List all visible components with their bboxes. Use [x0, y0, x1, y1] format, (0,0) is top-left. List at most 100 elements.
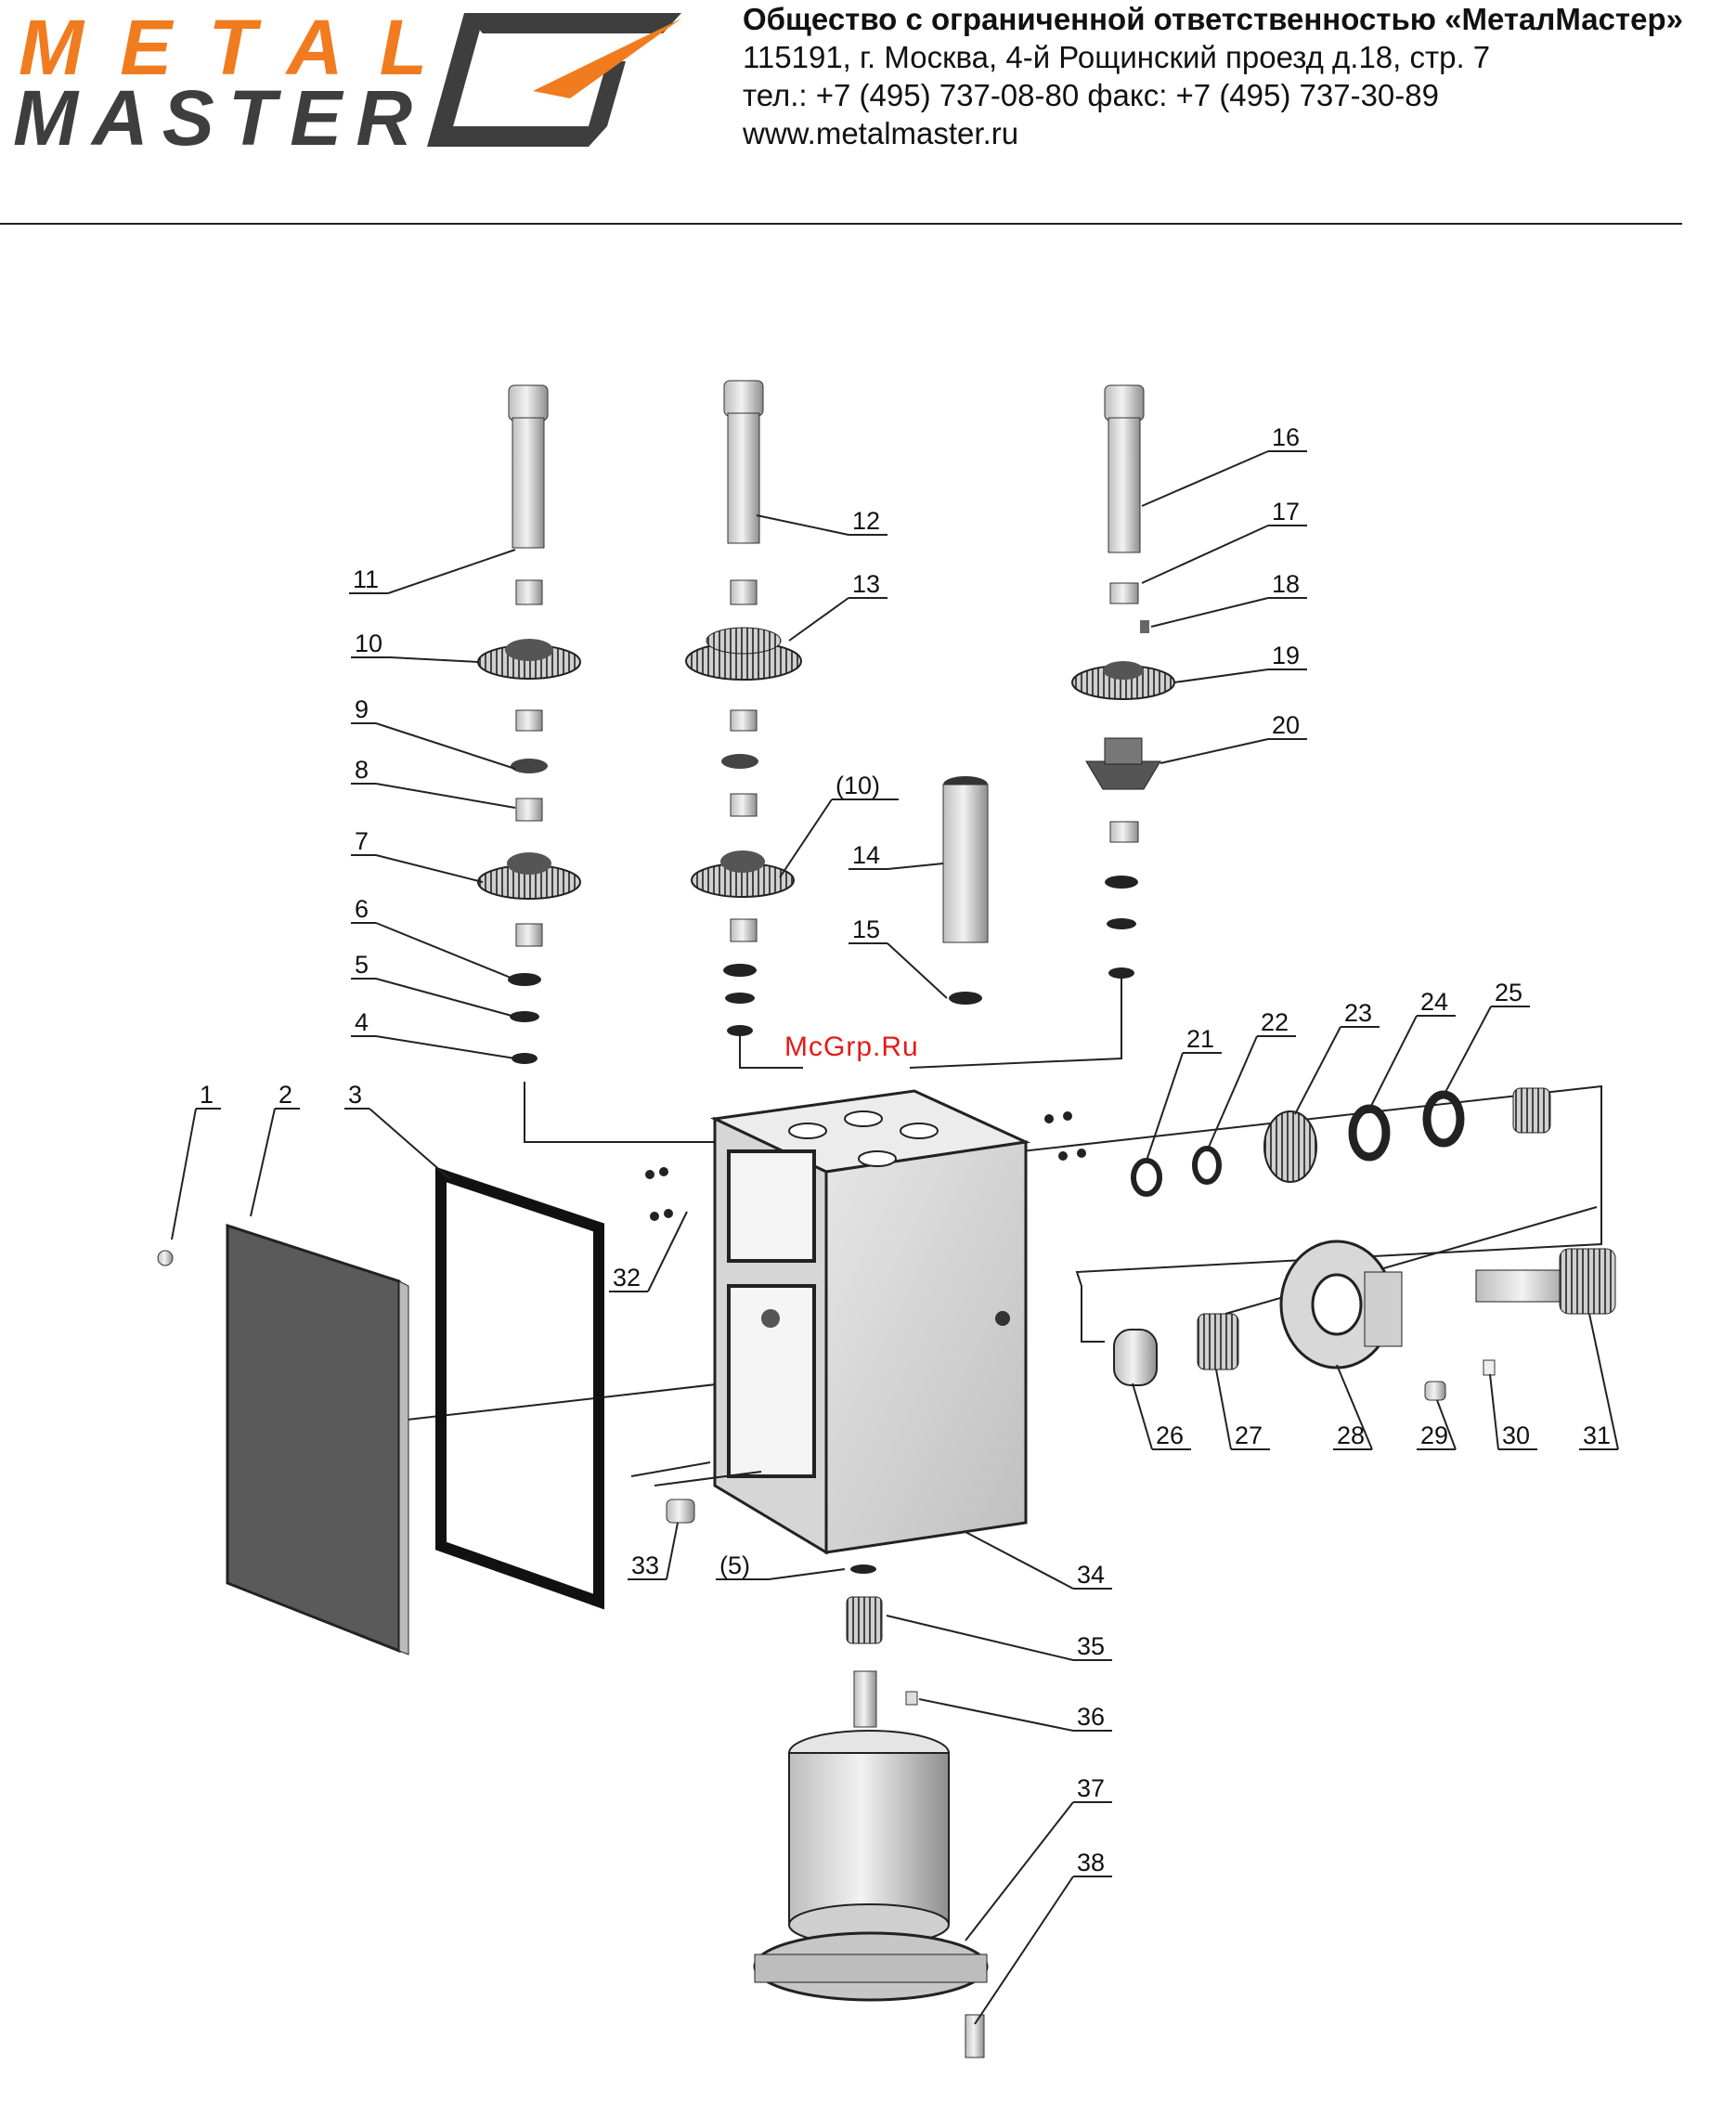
part-label: 9: [355, 695, 369, 723]
label-leader-line: [1150, 597, 1269, 628]
sleeve-part-14: [942, 776, 989, 1005]
part-label: 32: [613, 1264, 641, 1292]
part-label: 35: [1077, 1632, 1105, 1660]
cover-plate-2: [157, 1223, 409, 1655]
part-label: (5): [719, 1551, 750, 1579]
part-label: 2: [279, 1081, 292, 1109]
company-name: Общество с ограниченной ответственностью…: [743, 2, 1683, 36]
part-label: 27: [1235, 1421, 1263, 1449]
logo-text-master: MASTER: [13, 74, 412, 154]
part-label: 22: [1261, 1008, 1289, 1036]
part-label: 1: [200, 1081, 214, 1109]
part-label: 21: [1186, 1025, 1214, 1053]
part-label: 36: [1077, 1703, 1105, 1731]
label-leader-line: [375, 1035, 516, 1059]
label-leader-line: [375, 722, 516, 770]
company-info: Общество с ограниченной ответственностью…: [743, 0, 1683, 152]
label-leader-line: [1215, 1369, 1232, 1450]
part-label: 23: [1344, 999, 1372, 1027]
part-label: 10: [355, 630, 382, 657]
shaft-left-assembly: [477, 384, 581, 1064]
label-leader-line: [886, 1615, 1074, 1661]
company-address: 115191, г. Москва, 4-й Рощинский проезд …: [743, 40, 1491, 74]
logo-emblem-icon: [427, 13, 681, 147]
part-label: 31: [1583, 1421, 1611, 1449]
part-label: 16: [1272, 423, 1300, 451]
part-label: 25: [1495, 979, 1522, 1006]
part-label: 37: [1077, 1774, 1105, 1802]
label-leader-line: [171, 1108, 197, 1240]
part-label: 24: [1420, 988, 1448, 1016]
label-leader-line: [974, 1876, 1074, 2025]
label-leader-line: [779, 798, 833, 878]
part-label: 26: [1156, 1421, 1184, 1449]
label-leader-line: [375, 854, 484, 883]
part-label: 7: [355, 827, 369, 855]
label-leader-line: [965, 1531, 1074, 1590]
label-leader-line: [1146, 1052, 1184, 1162]
part-label: 38: [1077, 1849, 1105, 1876]
label-leader-line: [1141, 525, 1269, 584]
label-leader-line: [1436, 1399, 1457, 1450]
bolt-33: [654, 1471, 762, 1524]
label-leader-line: [1588, 1313, 1619, 1450]
part-label: 8: [355, 756, 369, 784]
label-leader-line: [369, 1108, 451, 1180]
part-label: 3: [348, 1081, 362, 1109]
part-label: 12: [852, 507, 880, 535]
header-divider: [0, 223, 1682, 225]
label-leader-line: [965, 1801, 1074, 1941]
label-leader-line: [918, 1698, 1074, 1732]
part-label: 30: [1502, 1421, 1530, 1449]
part-label: 17: [1272, 498, 1300, 526]
label-leader-line: [666, 1522, 679, 1580]
part-label: 11: [353, 565, 379, 593]
label-leader-line: [1489, 1373, 1499, 1450]
part-label: 14: [852, 841, 880, 869]
part-label: 28: [1337, 1421, 1365, 1449]
metal-master-logo: METAL MASTER: [13, 6, 681, 154]
part-label: 15: [852, 915, 880, 943]
part-label: 20: [1272, 711, 1300, 739]
gasket-3: [435, 1166, 604, 1610]
label-leader-line: [375, 922, 516, 980]
label-leader-line: [375, 783, 516, 809]
exploded-parts-diagram: McGrp.Ru 12345678910111213(10)1415161718…: [157, 380, 1619, 2058]
shaft-middle-assembly: [685, 380, 802, 1036]
part-label: 13: [852, 570, 880, 598]
label-leader-line: [1443, 1006, 1492, 1097]
label-leader-line: [887, 863, 944, 870]
label-leader-line: [1294, 1026, 1341, 1115]
label-leader-line: [768, 1568, 846, 1580]
label-leader-line: [1141, 450, 1269, 507]
label-leader-line: [389, 656, 479, 663]
label-leader-line: [1159, 738, 1269, 764]
company-website: www.metalmaster.ru: [743, 116, 1019, 150]
shaft-right-assembly: [1071, 384, 1175, 979]
label-leader-line: [1132, 1383, 1153, 1450]
label-leader-line: [375, 978, 516, 1018]
part-label: 33: [631, 1551, 659, 1579]
motor-assembly: [753, 1564, 989, 2058]
label-leader-line: [250, 1108, 276, 1217]
part-label: 18: [1272, 570, 1300, 598]
part-label: (10): [836, 772, 880, 799]
gearbox-housing-34: [709, 1089, 1031, 1555]
label-leader-line: [1368, 1015, 1418, 1110]
label-leader-line: [788, 597, 849, 642]
document-header: METAL MASTER Общество с ограниченной отв…: [0, 0, 1736, 227]
label-leader-line: [887, 942, 948, 999]
label-leader-line: [387, 549, 516, 594]
watermark-text: McGrp.Ru: [784, 1032, 919, 1062]
part-label: 5: [355, 951, 369, 979]
side-shaft-lower: [1113, 1240, 1616, 1401]
company-phones: тел.: +7 (495) 737-08-80 факс: +7 (495) …: [743, 78, 1439, 112]
label-leader-line: [756, 514, 849, 536]
part-label: 34: [1077, 1561, 1105, 1589]
part-label: 19: [1272, 642, 1300, 669]
side-shaft-upper: [1131, 1087, 1551, 1197]
label-leader-line: [1173, 669, 1269, 683]
label-leader-line: [647, 1211, 688, 1292]
part-label: 29: [1420, 1421, 1448, 1449]
